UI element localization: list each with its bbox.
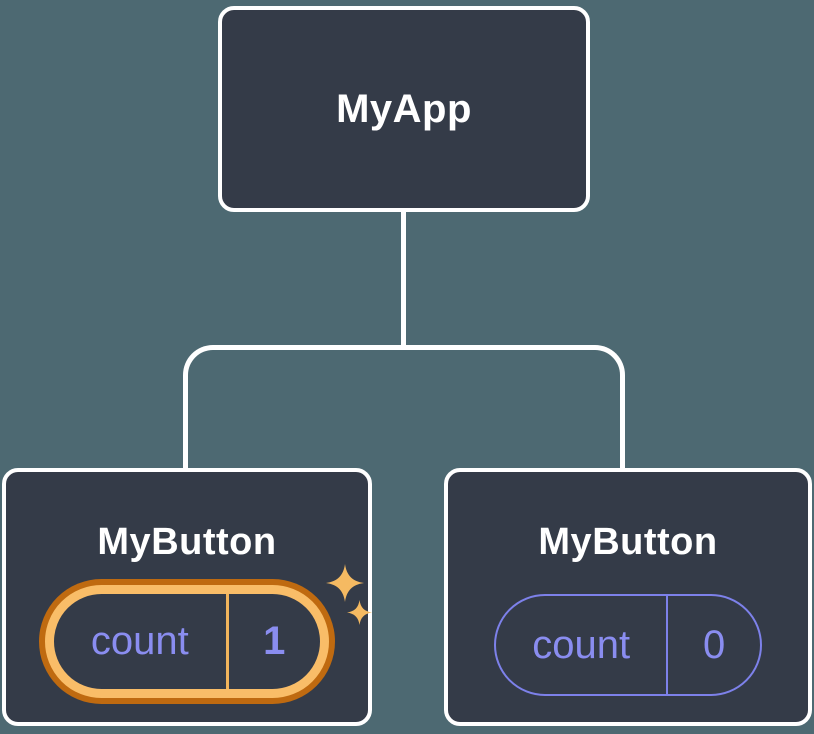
state-key-label: count bbox=[90, 619, 189, 663]
node-label: MyButton bbox=[97, 521, 277, 563]
state-pill-default: count 0 bbox=[494, 594, 762, 696]
tree-node-mybutton-left: MyButton count 1 bbox=[2, 468, 372, 726]
pill-divider bbox=[225, 594, 229, 689]
node-label: MyApp bbox=[336, 86, 472, 131]
state-value: 1 bbox=[263, 619, 286, 663]
tree-node-myapp: MyApp bbox=[218, 6, 590, 212]
connector-bracket bbox=[183, 345, 625, 468]
tree-node-mybutton-right: MyButton count 0 bbox=[444, 468, 812, 726]
state-value: 0 bbox=[703, 622, 726, 667]
node-label: MyButton bbox=[538, 521, 718, 563]
state-pill-highlighted: count 1 bbox=[45, 585, 329, 698]
pill-divider bbox=[666, 596, 669, 694]
connector-stem bbox=[401, 212, 406, 348]
state-key-label: count bbox=[532, 622, 631, 667]
sparkles-icon bbox=[326, 564, 372, 625]
